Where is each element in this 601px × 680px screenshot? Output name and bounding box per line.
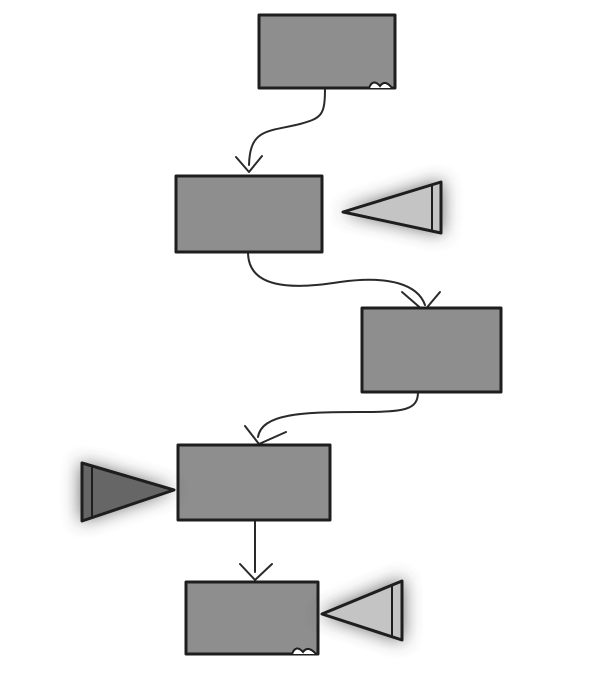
connector-3-4: [257, 391, 419, 438]
box-1: [257, 13, 397, 90]
arrowhead-3-4: [244, 425, 287, 445]
arrowhead-1-2: [235, 155, 263, 173]
box-4: [176, 443, 332, 522]
box-2: [174, 174, 324, 254]
triangle-marker-2: [80, 461, 176, 523]
connector-2-3: [247, 251, 426, 306]
triangle-marker-3: [318, 578, 404, 642]
connector-1-2: [248, 87, 326, 166]
triangle-marker-1: [340, 180, 443, 235]
box-3: [360, 306, 503, 394]
arrowhead-4-5: [239, 563, 273, 581]
box-5: [184, 580, 320, 656]
